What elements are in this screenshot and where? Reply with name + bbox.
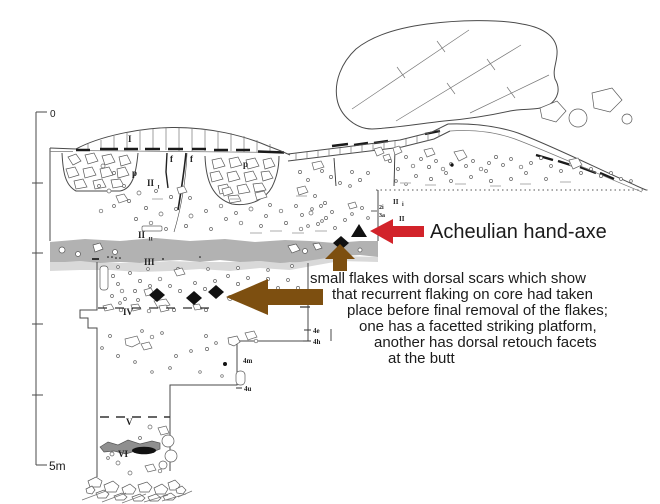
flakes-annotation-line: at the butt	[388, 350, 455, 367]
layer-I-hatching	[87, 128, 271, 152]
brown-arrow-up	[325, 244, 355, 271]
label-layer-III: III	[144, 257, 155, 267]
label-2i: 2i	[379, 205, 384, 211]
label-unit-II-lower-sub: II	[149, 237, 153, 243]
layer-V-VI	[99, 416, 178, 476]
flakes-annotation-line: small flakes with dorsal scars which sho…	[310, 270, 586, 287]
label-layer-IV: IV	[123, 307, 134, 317]
flake-diamond-symbol	[149, 288, 165, 302]
flakes-annotation-line: another has dorsal retouch facets	[374, 334, 597, 351]
label-unit-II-upper-sub: I	[158, 185, 160, 191]
pit-right	[204, 155, 280, 206]
flakes-annotation-line: place before final removal of the flakes…	[347, 302, 608, 319]
label-fissure-right: f	[190, 154, 194, 164]
label-layer-I: I	[128, 134, 132, 144]
zone-III-IV-stones	[98, 264, 310, 314]
handaxe-annotation: Acheulian hand-axe	[430, 221, 607, 243]
zone-II-stones	[97, 160, 370, 234]
scale-bottom-label: 5m	[49, 459, 66, 473]
pit-left	[61, 152, 139, 192]
flakes-annotation-line: one has a facetted striking platform,	[359, 318, 597, 335]
label-4h: 4h	[313, 338, 321, 346]
label-col-II: II	[399, 215, 405, 223]
label-4m: 4m	[243, 357, 253, 365]
label-col-II-i: II	[393, 198, 399, 206]
lower-section-outline	[79, 262, 332, 477]
label-pit-right: p	[243, 159, 248, 169]
fissures	[165, 148, 396, 233]
label-3a: 3a	[379, 213, 385, 219]
label-4e: 4e	[313, 327, 320, 335]
flakes-annotation-line: that recurrent flaking on core had taken	[332, 286, 593, 303]
slope-stones	[373, 145, 633, 187]
label-unit-II-upper: II	[147, 178, 155, 188]
flake-diamond-symbol	[333, 236, 349, 250]
boulder-fracture-lines	[351, 29, 550, 122]
brown-arrow-left	[226, 279, 323, 315]
brick-ticks	[295, 129, 440, 160]
label-col-II-i-sub: i	[402, 202, 404, 208]
find-symbols	[149, 224, 367, 305]
layer-III-band	[50, 238, 378, 272]
label-fissure-left: f	[170, 154, 174, 164]
label-4u: 4u	[244, 385, 252, 393]
scale-top-label: 0	[50, 109, 56, 120]
depth-scale: 0 5m	[32, 109, 66, 473]
label-pit-left: p	[132, 168, 137, 178]
label-layer-VI: VI	[118, 449, 128, 459]
spit-labels: 2i 3a II i II 4e 4h 4m 4u	[236, 198, 405, 393]
label-unit-II-lower: II	[138, 230, 146, 240]
mid-column-stones	[100, 329, 259, 378]
surface-dashes	[76, 129, 615, 181]
flake-diamond-symbol	[208, 285, 224, 299]
handaxe-triangle-symbol	[351, 224, 367, 237]
basal-stones	[81, 476, 193, 504]
flake-diamond-symbol	[186, 291, 202, 305]
boulder-block	[335, 20, 633, 130]
label-layer-V: V	[126, 417, 133, 427]
layer-labels: I p p f f II I II II III IV V VI	[118, 134, 248, 459]
red-arrow-handaxe	[370, 219, 424, 244]
